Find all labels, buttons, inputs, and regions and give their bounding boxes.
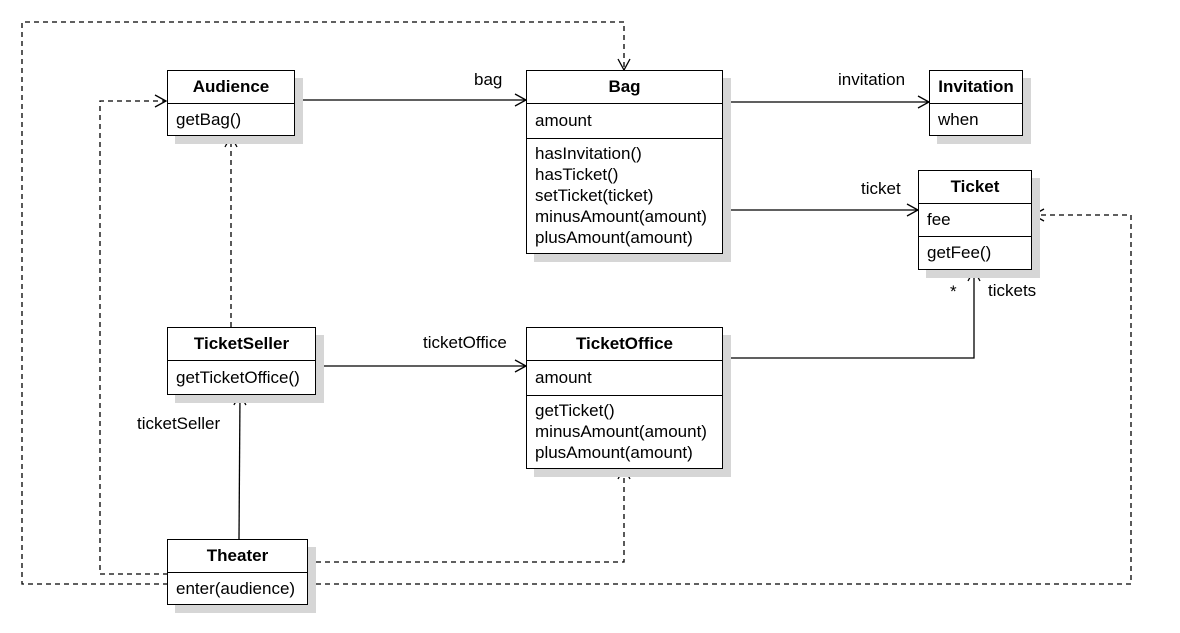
- label-bag: bag: [474, 70, 503, 89]
- class-name: Theater: [168, 540, 307, 573]
- attributes: when: [930, 104, 1022, 135]
- association-theater-seller: [233, 392, 247, 540]
- dependency-theater-audience: [99, 94, 168, 575]
- attributes: amount: [527, 361, 722, 395]
- class-audience[interactable]: Audience getBag(): [167, 70, 295, 136]
- operations: getTicket() minusAmount(amount) plusAmou…: [527, 395, 722, 468]
- class-theater[interactable]: Theater enter(audience): [167, 539, 308, 605]
- dependency-theater-office: [307, 466, 631, 563]
- operation: minusAmount(amount): [535, 207, 707, 226]
- operation: minusAmount(amount): [535, 422, 707, 441]
- operations: getTicketOffice(): [168, 361, 315, 394]
- operations: getFee(): [919, 236, 1031, 269]
- class-name: Invitation: [930, 71, 1022, 104]
- class-name: TicketSeller: [168, 328, 315, 361]
- class-name: Ticket: [919, 171, 1031, 204]
- dependency-theater-ticket: [307, 208, 1132, 585]
- class-ticket[interactable]: Ticket fee getFee(): [918, 170, 1032, 270]
- operation: enter(audience): [176, 579, 296, 598]
- class-name: Audience: [168, 71, 294, 104]
- attributes: amount: [527, 104, 722, 138]
- operation: setTicket(ticket): [535, 186, 654, 205]
- operations: enter(audience): [168, 573, 307, 604]
- attribute: when: [938, 110, 979, 129]
- operation: getTicketOffice(): [176, 368, 300, 387]
- association-office-tickets: [722, 268, 981, 359]
- attribute: fee: [927, 210, 951, 229]
- operation: getTicket(): [535, 401, 615, 420]
- class-ticket-seller[interactable]: TicketSeller getTicketOffice(): [167, 327, 316, 395]
- operations: getBag(): [168, 104, 294, 135]
- attribute: amount: [535, 368, 592, 387]
- operation: getFee(): [927, 243, 992, 262]
- label-tickets: tickets: [988, 281, 1037, 300]
- class-bag[interactable]: Bag amount hasInvitation() hasTicket() s…: [526, 70, 723, 254]
- class-name: Bag: [527, 71, 722, 104]
- label-ticket-office: ticketOffice: [423, 333, 507, 352]
- label-ticket-seller: ticketSeller: [137, 414, 221, 433]
- class-ticket-office[interactable]: TicketOffice amount getTicket() minusAmo…: [526, 327, 723, 469]
- label-ticket: ticket: [861, 179, 901, 198]
- label-multiplicity: *: [950, 282, 957, 301]
- dependency-theater-bag: [21, 21, 631, 585]
- attributes: fee: [919, 204, 1031, 236]
- operations: hasInvitation() hasTicket() setTicket(ti…: [527, 138, 722, 253]
- label-invitation: invitation: [838, 70, 906, 89]
- operation: getBag(): [176, 110, 242, 129]
- class-name: TicketOffice: [527, 328, 722, 361]
- class-invitation[interactable]: Invitation when: [929, 70, 1023, 136]
- operation: plusAmount(amount): [535, 228, 693, 247]
- attribute: amount: [535, 111, 592, 130]
- operation: hasTicket(): [535, 165, 619, 184]
- operation: hasInvitation(): [535, 144, 642, 163]
- operation: plusAmount(amount): [535, 443, 693, 462]
